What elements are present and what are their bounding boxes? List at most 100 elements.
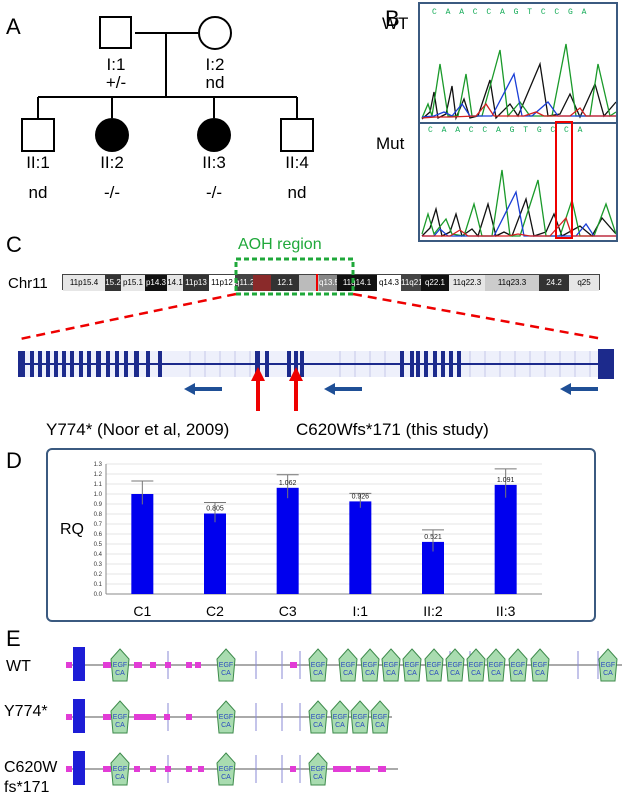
egf-ca-label: CA [115,774,125,781]
chart-ytick-label: 0.8 [94,512,103,518]
chart-ytick-label: 0.9 [94,502,103,508]
egf-ca-label: CA [221,670,231,677]
band-10: 12.1 [271,275,299,291]
mutation-label-c620w: C620Wfs*171 (this study) [296,420,489,439]
band-8: q11.2 [235,275,253,291]
egf-ca-domain [424,648,444,682]
pedigree-male-i1 [99,16,132,49]
egf-ca-label: CA [313,774,323,781]
low-complexity-region [103,662,111,668]
low-complexity-region [150,766,156,772]
low-complexity-region [186,766,192,772]
egf-ca-label: CA [355,722,365,729]
egf-ca-domain [338,648,358,682]
band-7: 11p12 [209,275,235,291]
egf-ca-label: EGF [363,662,377,669]
mutation-label-y774: Y774* (Noor et al, 2009) [46,420,230,439]
low-complexity-region [150,662,156,668]
band-16: q22.1 [421,275,449,291]
panel-letter-d: D [6,448,22,473]
gene-structure [18,257,614,411]
egf-ca-domain [216,700,236,734]
pedigree-genotype-ii4: nd [287,183,307,202]
chart-bar [349,501,372,594]
egf-ca-label: EGF [533,662,547,669]
egf-ca-label: CA [115,722,125,729]
egf-ca-domain [308,648,328,682]
band-18: 11q23.3 [485,275,539,291]
egf-ca-domain [486,648,506,682]
chart-data-label: 0.521 [424,534,442,541]
chromatogram-mut-label: Mut [376,134,405,153]
low-complexity-region [103,766,111,772]
low-complexity-region [186,714,192,720]
pedigree-lines [37,32,298,118]
low-complexity-region [198,766,204,772]
pedigree-genotype-i2: nd [205,73,225,92]
egf-ca-domain [330,700,350,734]
egf-ca-label: EGF [311,714,325,721]
egf-ca-label: EGF [489,662,503,669]
band-14: q14.3 [377,275,401,291]
low-complexity-region [165,766,171,772]
chart-data-label: 1.062 [279,480,297,487]
egf-ca-domain [110,648,130,682]
pedigree-female-i2 [198,16,232,50]
egf-ca-domain [216,648,236,682]
egf-ca-label: CA [429,670,439,677]
egf-ca-label: EGF [311,766,325,773]
egf-ca-label: EGF [405,662,419,669]
chart-bar [276,487,299,594]
egf-ca-label: CA [375,722,385,729]
egf-ca-label: CA [313,670,323,677]
chart-category-label: C3 [279,603,297,619]
low-complexity-region [290,662,297,668]
pedigree-id-ii3: II:3 [202,153,226,172]
low-complexity-region [164,714,170,720]
chromosome-ideogram: 11p15.4 15.2 p15.1 p14.3 14.1 11p13 11p1… [62,274,600,291]
egf-ca-domain [598,648,618,682]
egf-ca-label: EGF [511,662,525,669]
egf-ca-label: EGF [333,714,347,721]
low-complexity-region [103,714,111,720]
egf-ca-domain [381,648,401,682]
chart-ytick-label: 0.3 [94,562,103,568]
chart-ytick-label: 1.0 [94,492,103,498]
egf-ca-label: CA [335,722,345,729]
chromatogram-frame: C A A C C A G T C C G A C A A C C A G T … [418,2,618,242]
chart-ytick-label: 0.6 [94,532,103,538]
chart-bar [422,541,444,594]
egf-ca-label: CA [450,670,460,677]
pedigree-id-i1: I:1 [106,55,126,74]
centromere [253,275,271,291]
egf-ca-label: EGF [219,662,233,669]
chart-category-label: II:3 [496,603,516,619]
pedigree-genotype-ii3: -/- [205,183,223,202]
chart-ylabel: RQ [60,521,84,538]
chromosome-name: Chr11 [8,275,48,292]
egf-ca-label: EGF [219,766,233,773]
egf-ca-label: EGF [469,662,483,669]
egf-ca-label: EGF [427,662,441,669]
egf-ca-label: CA [407,670,417,677]
chart-ytick-label: 0.0 [94,592,103,598]
pedigree-affected-female-ii3 [197,118,231,152]
egf-ca-domain [445,648,465,682]
egf-ca-domain [360,648,380,682]
chart-category-label: I:1 [353,603,369,619]
chart-ytick-label: 0.7 [94,522,103,528]
chromatogram-wt-label: WT [382,14,409,33]
domain-row-label-wt: WT [6,658,31,675]
egf-ca-domain [466,648,486,682]
egf-ca-label: CA [603,670,613,677]
low-complexity-region [333,766,351,772]
chart-bar [494,484,517,594]
chart-bar [131,494,154,594]
egf-ca-label: CA [535,670,545,677]
egf-ca-label: EGF [373,714,387,721]
egf-ca-label: EGF [311,662,325,669]
low-complexity-region [134,714,156,720]
chromatogram-divider [420,122,616,124]
pedigree-genotype-i1: +/- [105,73,127,92]
signal-peptide [73,751,85,785]
